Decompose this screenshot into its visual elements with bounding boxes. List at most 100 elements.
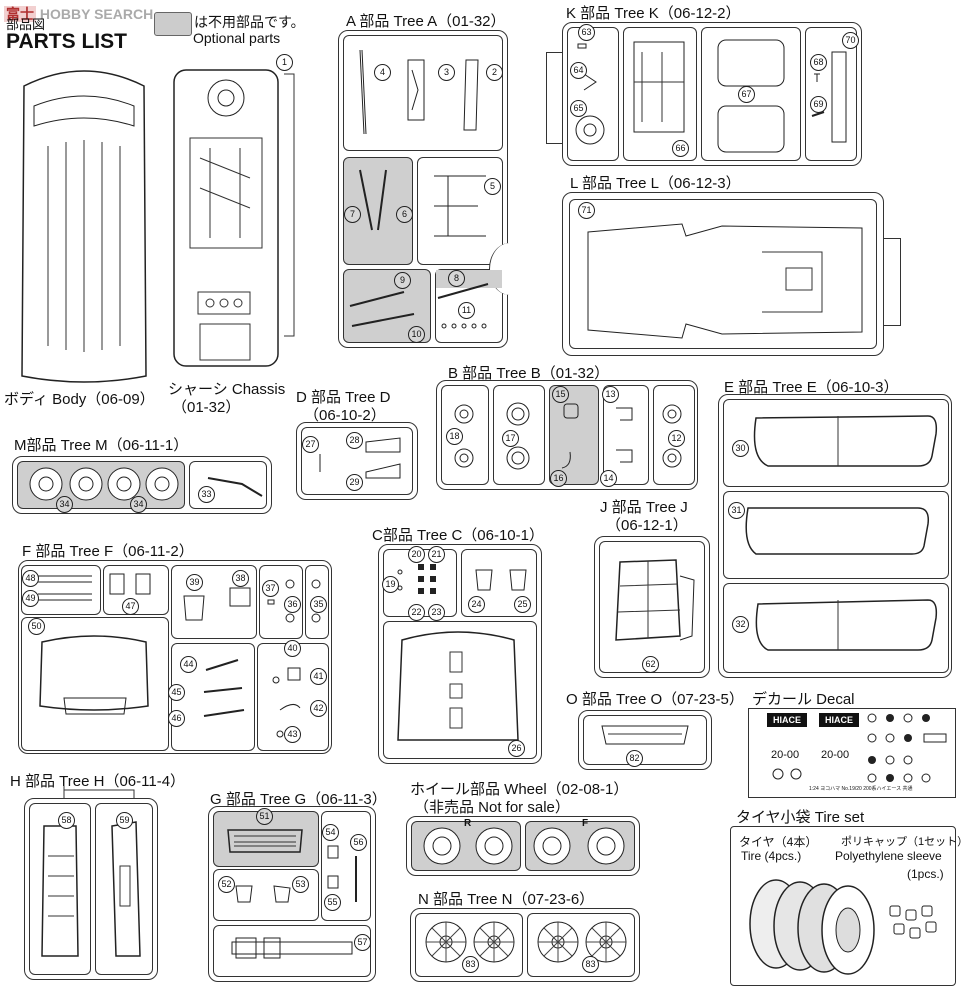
tree-j-cell xyxy=(599,541,705,673)
part-number: 1 xyxy=(276,54,293,71)
part-number: 40 xyxy=(284,640,301,657)
tree-j-label: J 部品 Tree J xyxy=(600,499,688,516)
wheel-sublabel: （非売品 Not for sale） xyxy=(414,799,570,816)
part-number: 12 xyxy=(668,430,685,447)
part-number: 62 xyxy=(642,656,659,673)
part-number: 41 xyxy=(310,668,327,685)
part-number: 49 xyxy=(22,590,39,607)
decal-small-text: 1:24 ヨコハマ No.19/20 200系ハイエース 共通 xyxy=(809,786,913,792)
part-number: 9 xyxy=(394,272,411,289)
wheel-rear-mark: R xyxy=(464,818,472,829)
part-number: 42 xyxy=(310,700,327,717)
sleeve-label-en: Polyethylene sleeve xyxy=(835,849,942,863)
decal-brand: HIACE xyxy=(767,713,807,727)
part-number: 7 xyxy=(344,206,361,223)
tree-j-parts xyxy=(615,559,695,641)
tree-j-code: （06-12-1） xyxy=(606,517,688,534)
title-jp: 部品図 xyxy=(6,17,46,32)
tree-l-tab xyxy=(884,238,901,326)
part-number: 17 xyxy=(502,430,519,447)
part-number: 83 xyxy=(462,956,479,973)
tree-h-cell-58 xyxy=(29,803,91,975)
tree-a-parts xyxy=(349,49,489,329)
tree-b-parts xyxy=(454,402,682,470)
tree-e-cell-30 xyxy=(723,399,949,487)
watermark-text: HOBBY SEARCH xyxy=(39,6,154,22)
tree-o xyxy=(578,710,712,770)
part-number: 59 xyxy=(116,812,133,829)
part-number: 20 xyxy=(408,546,425,563)
part-number: 44 xyxy=(180,656,197,673)
part-number: 6 xyxy=(396,206,413,223)
part-number: 64 xyxy=(570,62,587,79)
chassis-code: （01-32） xyxy=(172,399,241,416)
tire-label-jp: タイヤ（4本） xyxy=(739,835,818,849)
part-number: 15 xyxy=(552,386,569,403)
decal-marks xyxy=(772,713,947,783)
part-number: 25 xyxy=(514,596,531,613)
part-number: 57 xyxy=(354,934,371,951)
part-number: 16 xyxy=(550,470,567,487)
tree-g-label: G 部品 Tree G（06-11-3） xyxy=(210,791,387,808)
tree-h-parts xyxy=(41,786,141,957)
part-number: 28 xyxy=(346,432,363,449)
tree-h-cell-59 xyxy=(95,803,153,975)
part-number: 24 xyxy=(468,596,485,613)
optional-swatch xyxy=(154,12,192,36)
part-number: 38 xyxy=(232,570,249,587)
tree-e-label: E 部品 Tree E（06-10-3） xyxy=(724,379,899,396)
page-title: PARTS LIST xyxy=(6,30,127,53)
part-number: 50 xyxy=(28,618,45,635)
tree-b-label: B 部品 Tree B（01-32） xyxy=(448,365,610,382)
tree-d-label: D 部品 Tree D xyxy=(296,389,391,406)
part-number: 67 xyxy=(738,86,755,103)
part-number: 37 xyxy=(262,580,279,597)
tree-g-cell-57 xyxy=(213,925,371,977)
part-number: 71 xyxy=(578,202,595,219)
part-number: 54 xyxy=(322,824,339,841)
tree-a xyxy=(338,30,530,348)
tree-f-cell-50 xyxy=(21,617,169,751)
part-number: 34 xyxy=(56,496,73,513)
part-number: 3 xyxy=(438,64,455,81)
tree-wheel-parts xyxy=(423,827,625,865)
part-number: 18 xyxy=(446,428,463,445)
legend-jp: は不用部品です。 xyxy=(194,14,305,30)
tree-c-parts xyxy=(397,564,527,741)
tire-label-en: Tire (4pcs.) xyxy=(741,849,802,863)
part-number: 69 xyxy=(810,96,827,113)
tree-l-label: L 部品 Tree L（06-12-3） xyxy=(570,175,741,192)
part-number: 53 xyxy=(292,876,309,893)
decal-plate: 20-00 xyxy=(771,749,800,761)
part-number: 2 xyxy=(486,64,503,81)
part-number: 8 xyxy=(448,270,465,287)
sleeve-label-jp: ポリキャップ（1セット） xyxy=(841,836,963,848)
part-number: 14 xyxy=(600,470,617,487)
part-number: 19 xyxy=(382,576,399,593)
tree-n-label: N 部品 Tree N（07-23-6） xyxy=(418,891,595,908)
part-number: 5 xyxy=(484,178,501,195)
part-number: 55 xyxy=(324,894,341,911)
part-number: 43 xyxy=(284,726,301,743)
tree-h-label: H 部品 Tree H（06-11-4） xyxy=(10,773,186,790)
part-number: 4 xyxy=(374,64,391,81)
tree-a-cell-5 xyxy=(417,157,503,265)
part-number: 32 xyxy=(732,616,749,633)
part-number: 46 xyxy=(168,710,185,727)
tree-f-label: F 部品 Tree F（06-11-2） xyxy=(22,543,194,560)
sleeve-qty: (1pcs.) xyxy=(907,867,944,881)
chassis-bracket xyxy=(284,73,295,337)
part-number: 45 xyxy=(168,684,185,701)
watermark-logo: 富士 xyxy=(4,6,36,22)
tree-e-parts xyxy=(745,415,938,651)
part-number: 56 xyxy=(350,834,367,851)
part-number: 35 xyxy=(310,596,327,613)
part-number: 34 xyxy=(130,496,147,513)
tree-o-cell xyxy=(583,715,707,765)
tree-k-parts xyxy=(575,39,847,153)
part-number: 13 xyxy=(602,386,619,403)
tree-l-cell xyxy=(569,199,877,349)
decal-brand: HIACE xyxy=(819,713,859,727)
tree-k-label: K 部品 Tree K（06-12-2） xyxy=(566,5,741,22)
part-number: 52 xyxy=(218,876,235,893)
